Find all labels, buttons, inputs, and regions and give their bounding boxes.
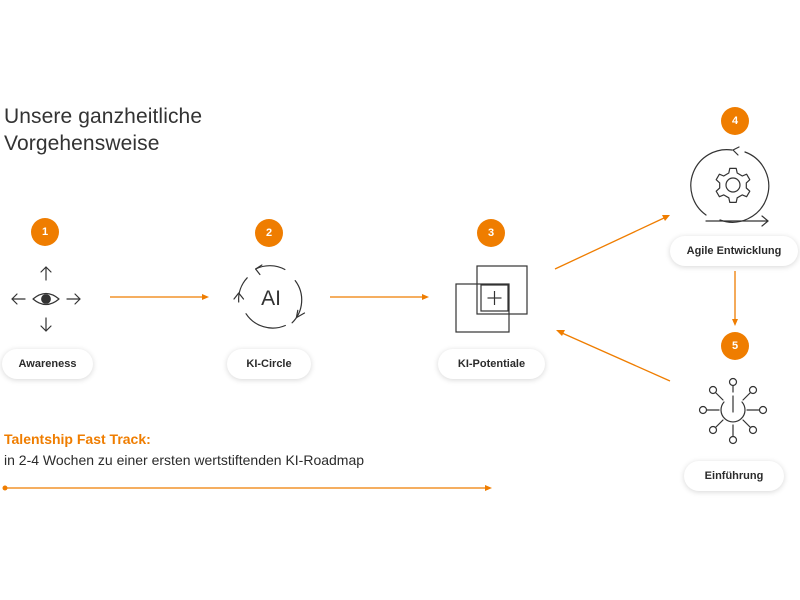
step-1-label: Awareness [2,349,93,379]
power-hub-icon [698,377,768,445]
overlapping-squares-plus-icon [455,265,528,333]
step-3-label: KI-Potentiale [438,349,545,379]
step-3-badge: 3 [477,219,505,247]
ai-cycle-icon-text: AI [261,287,281,310]
step-5-number: 5 [731,340,739,352]
step-1-label-text: Awareness [18,358,77,370]
gear-cycle-icon [690,146,770,227]
step-2-number: 2 [265,227,273,239]
step-2-badge: 2 [255,219,283,247]
page-title-line-1: Unsere ganzheitliche [4,105,203,128]
step-2-label-text: KI-Circle [246,358,292,370]
arrow-3-to-4 [554,217,665,270]
step-4-number: 4 [731,115,739,127]
step-5-badge: 5 [721,332,749,360]
step-4-badge: 4 [721,107,749,135]
page-title-line-2: Vorgehensweise [4,132,160,155]
step-5-label: Einführung [684,461,784,491]
ai-cycle-icon: AI [233,264,306,329]
fast-track-timeline-head [485,485,492,491]
fast-track-timeline-start [2,485,8,491]
step-2-label: KI-Circle [227,349,311,379]
arrow-1-to-2-head [202,294,209,300]
arrow-3-to-4-head [662,215,670,221]
step-3-number: 3 [487,227,495,239]
step-1-number: 1 [41,226,49,238]
step-4-label: Agile Entwicklung [670,236,798,266]
eye-with-arrows-icon [11,266,81,332]
step-1-badge: 1 [31,218,59,246]
step-3-label-text: KI-Potentiale [457,358,526,370]
arrow-2-to-3-head [422,294,429,300]
arrow-5-to-3-head [556,330,565,336]
arrow-5-to-3 [561,332,671,382]
step-4-label-text: Agile Entwicklung [686,245,782,257]
fast-track-title: Talentship Fast Track: [4,431,151,447]
step-5-label-text: Einführung [704,470,764,482]
page-title: Unsere ganzheitliche Vorgehensweise [4,103,202,157]
arrow-4-to-5-head [732,319,738,326]
fast-track-text: in 2-4 Wochen zu einer ersten wertstifte… [4,452,365,468]
